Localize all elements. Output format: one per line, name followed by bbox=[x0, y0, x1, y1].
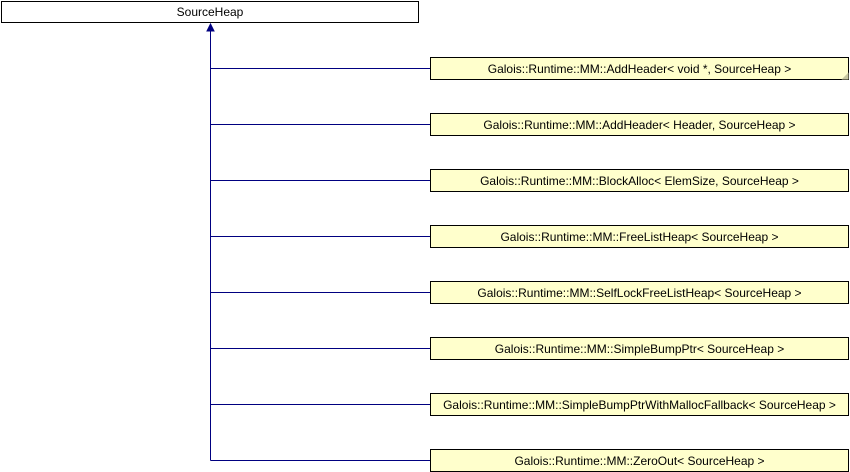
base-class-box bbox=[1, 1, 419, 23]
derived-class-node[interactable]: Galois::Runtime::MM::SelfLockFreeListHea… bbox=[430, 281, 849, 304]
base-class-label: SourceHeap bbox=[177, 5, 244, 19]
derived-class-label: Galois::Runtime::MM::SelfLockFreeListHea… bbox=[477, 286, 801, 300]
derived-class-box bbox=[430, 113, 849, 136]
derived-class-box bbox=[430, 169, 849, 192]
derived-class-node[interactable]: Galois::Runtime::MM::SimpleBumpPtr< Sour… bbox=[430, 337, 849, 360]
derived-class-label: Galois::Runtime::MM::ZeroOut< SourceHeap… bbox=[514, 454, 764, 468]
derived-class-nodes: Galois::Runtime::MM::AddHeader< void *, … bbox=[430, 57, 849, 472]
inheritance-edges bbox=[206, 22, 431, 461]
derived-class-box bbox=[430, 337, 849, 360]
arrowhead-icon bbox=[206, 22, 215, 32]
derived-class-node[interactable]: Galois::Runtime::MM::AddHeader< Header, … bbox=[430, 113, 849, 136]
derived-class-label: Galois::Runtime::MM::SimpleBumpPtrWithMa… bbox=[443, 398, 836, 412]
derived-class-label: Galois::Runtime::MM::AddHeader< void *, … bbox=[488, 62, 791, 76]
derived-class-node[interactable]: Galois::Runtime::MM::SimpleBumpPtrWithMa… bbox=[430, 393, 849, 416]
derived-class-node[interactable]: Galois::Runtime::MM::AddHeader< void *, … bbox=[430, 57, 849, 80]
folded-corner-icon bbox=[841, 72, 849, 80]
derived-class-node[interactable]: Galois::Runtime::MM::FreeListHeap< Sourc… bbox=[430, 225, 849, 248]
derived-class-label: Galois::Runtime::MM::FreeListHeap< Sourc… bbox=[500, 230, 778, 244]
base-class-node[interactable]: SourceHeap bbox=[1, 1, 419, 23]
derived-class-label: Galois::Runtime::MM::SimpleBumpPtr< Sour… bbox=[495, 342, 784, 356]
derived-class-box bbox=[430, 57, 849, 80]
derived-class-label: Galois::Runtime::MM::BlockAlloc< ElemSiz… bbox=[480, 174, 799, 188]
derived-class-box bbox=[430, 393, 849, 416]
derived-class-node[interactable]: Galois::Runtime::MM::BlockAlloc< ElemSiz… bbox=[430, 169, 849, 192]
derived-class-box bbox=[430, 225, 849, 248]
derived-class-node[interactable]: Galois::Runtime::MM::ZeroOut< SourceHeap… bbox=[430, 449, 849, 472]
derived-class-label: Galois::Runtime::MM::AddHeader< Header, … bbox=[483, 118, 795, 132]
derived-class-box bbox=[430, 281, 849, 304]
